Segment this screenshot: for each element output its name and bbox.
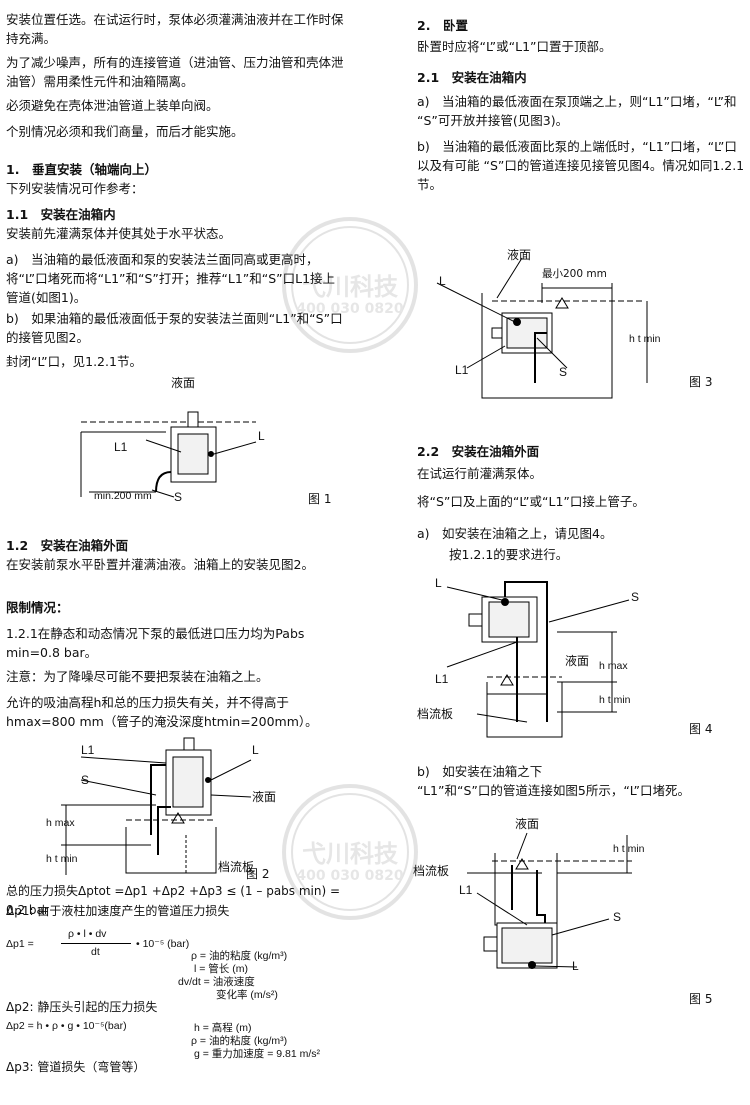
fig4-l-label: L [435,576,442,590]
dp1-l-def: l = 管长 (m) [194,963,248,975]
para-noise: 为了减少噪声，所有的连接管道（进油管、压力油管和壳体泄油管）需用柔性元件和油箱隔… [6,55,344,89]
fig5-surface-label: 液面 [515,817,540,831]
para-close-l: 封闭“L”口，见1.2.1节。 [6,354,142,369]
fig5-baffle-label: 档流板 [413,864,450,878]
fig2-s-label: S [81,773,90,787]
fig3-dim-label: 最小200 mm [542,268,607,280]
heading-horizontal: 2. 卧置 [417,18,468,33]
figure-1-drawing [80,411,257,498]
dp2-equation: Δp2 = h • ρ • g • 10⁻⁵(bar) [6,1020,127,1032]
fig2-baffle-label: 档流板 [218,860,255,874]
dp1-dv-def: dv/dt = 油液速度 [178,976,255,988]
fig5-caption: 图 5 [689,992,713,1006]
fig3-l-label: L [439,274,446,288]
figure-5: 液面 档流板 L1 S L h t min 图 5 [413,815,747,1010]
fig2-surface-label: 液面 [252,790,277,804]
fig4-caption: 图 4 [689,722,713,736]
fig3-caption: 图 3 [689,375,713,389]
para-121: 1.2.1在静态和动态情况下泵的最低进口压力均为Pabs min=0.8 bar… [6,626,305,660]
fig5-ht-label: h t min [613,843,645,855]
heading-r-out-tank: 2.2 安装在油箱外面 [417,444,540,459]
fig1-s-label: S [174,490,183,504]
fig3-l1-label: L1 [455,363,469,377]
para-case-b: b) 如果油箱的最低液面低于泵的安装法兰面则“L1”和“S”口的接管见图2。 [6,311,343,345]
para-r-connect: 将“S”口及上面的“L”或“L1”口接上管子。 [417,494,645,509]
para-r-case-a2: a) 如安装在油箱之上，请见图4。 [417,526,613,541]
dp1-tail: • 10⁻⁵ (bar) [136,938,190,950]
heading-out-tank: 1.2 安装在油箱外面 [6,538,129,553]
heading-vertical-sub: 下列安装情况可作参考： [6,181,144,196]
fig2-hmax-label: h max [46,817,75,829]
figure-3-drawing [436,257,648,399]
fig2-l-label: L [252,743,259,757]
fig1-surface-label: 液面 [171,376,196,390]
para-r-case-b: b) 当油箱的最低液面比泵的上端低时，“L1”口堵，“L”口以及有可能 “S”口… [417,139,745,192]
heading-r-in-tank: 2.1 安装在油箱内 [417,70,527,85]
dp3-title: Δp3: 管道损失（弯管等） [6,1060,146,1074]
fig2-caption: 图 2 [246,867,270,881]
figure-4-drawing [446,581,630,738]
figure-4: L S 液面 L1 档流板 h max h t min 图 4 [417,572,747,747]
dp1-title: Δp1: 由于液柱加速度产生的管道压力损失 [6,904,230,918]
fig4-hmin-label: h t min [599,694,631,706]
heading-vertical: 1. 垂直安装（轴端向上） [6,162,157,177]
para-r-case-b2b: “L1”和“S”口的管道连接如图5所示，“L”口堵死。 [417,783,690,798]
fig1-caption: 图 1 [308,492,332,506]
dp1-fraction-bar [61,943,131,944]
heading-in-tank-sub: 安装前先灌满泵体并使其处于水平状态。 [6,226,232,241]
fig2-hmin-label: h t min [46,853,78,865]
fig4-surface-label: 液面 [565,654,590,668]
dp2-h-def: h = 高程 (m) [194,1022,252,1034]
dp1-denominator: dt [91,946,100,958]
fig2-l1-label: L1 [81,743,95,757]
fig5-l1-label: L1 [459,883,473,897]
dp2-rho-def: ρ = 油的粘度 (kg/m³) [191,1035,288,1047]
para-r-case-a2b: 按1.2.1的要求进行。 [449,547,569,562]
heading-limit: 限制情况： [6,600,69,615]
fig5-l-label: L [572,959,579,973]
heading-in-tank: 1.1 安装在油箱内 [6,207,116,222]
fig3-surface-label: 液面 [507,248,532,262]
figure-2-drawing [61,737,252,875]
figure-1: 液面 L1 L S min.200 mm 图 1 [6,372,344,507]
dp2-g-def: g = 重力加速度 = 9.81 m/s² [194,1048,321,1060]
para-r-case-b2: b) 如安装在油箱之下 [417,764,543,779]
dp1-equation-lhs: Δp1 = [6,938,34,950]
para-install-position: 安装位置任选。在试运行时，泵体必须灌满油液并在工作时保持充满。 [6,12,344,46]
fig1-l1-label: L1 [114,440,128,454]
dp1-dv-def2: 变化率 (m/s²) [216,989,278,1001]
fig4-s-label: S [631,590,640,604]
para-check-valve: 必须避免在壳体泄油管道上装单向阀。 [6,98,219,113]
para-suction: 允许的吸油高程h和总的压力损失有关，并不得高于hmax=800 mm（管子的淹没… [6,695,318,729]
fig4-baffle-label: 档流板 [417,707,454,721]
para-r-case-a: a) 当油箱的最低液面在泵顶端之上，则“L1”口堵，“L”和 “S”可开放并接管… [417,94,737,128]
fig1-dim-label: min.200 mm [94,490,152,502]
para-case-a: a) 当油箱的最低液面和泵的安装法兰面同高或更高时，将“L”口堵死而将“L1”和… [6,252,336,305]
heading-r-out-tank-sub: 在试运行前灌满泵体。 [417,466,543,481]
figure-5-drawing [467,832,632,969]
fig4-l1-label: L1 [435,672,449,686]
dp1-rho-def: ρ = 油的粘度 (kg/m³) [191,950,288,962]
dp1-numerator: ρ • l • dv [68,928,107,940]
figure-3: 液面 最小200 mm L L1 S h t min 图 3 [417,238,747,403]
figure-2: L1 L S 液面 档流板 h max h t min 图 2 [6,735,344,881]
para-note: 注意：为了降噪尽可能不要把泵装在油箱之上。 [6,669,269,684]
fig4-hmax-label: h max [599,660,628,672]
fig3-s-label: S [559,365,568,379]
fig1-l-label: L [258,429,265,443]
fig5-s-label: S [613,910,622,924]
heading-out-tank-sub: 在安装前泵水平卧置并灌满油液。油箱上的安装见图2。 [6,557,314,572]
dp2-title: Δp2: 静压头引起的压力损失 [6,1000,158,1014]
para-consult: 个别情况必须和我们商量，而后才能实施。 [6,124,244,139]
total-pressure-loss: 总的压力损失Δptot =Δp1 +Δp2 +Δp3 ≤ (1 – pabs m… [6,884,341,917]
heading-horizontal-sub: 卧置时应将“L”或“L1”口置于顶部。 [417,39,612,54]
fig3-ht-label: h t min [629,333,661,345]
